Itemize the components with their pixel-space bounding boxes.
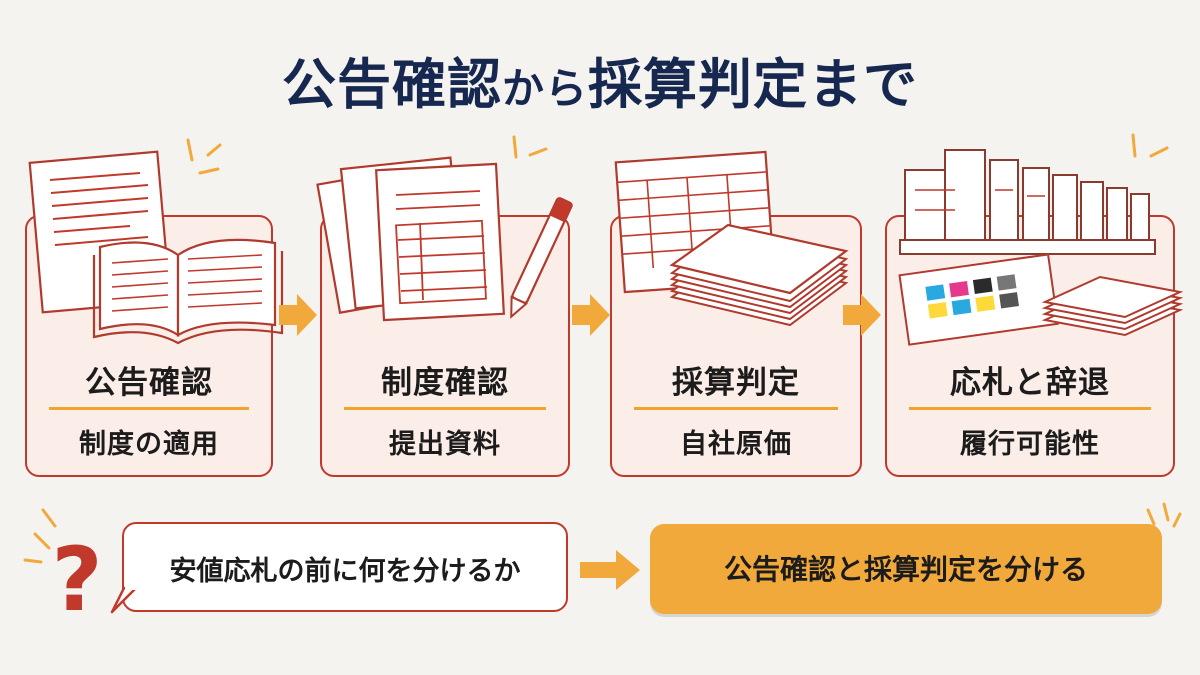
title-part-2: から xyxy=(501,64,588,113)
speech-tail xyxy=(110,586,138,614)
question-text: 安値応札の前に何を分けるか xyxy=(169,556,521,587)
step-sub-2: 提出資料 xyxy=(389,429,501,460)
documents-and-open-book-icon xyxy=(28,138,284,345)
title-part-3: 採算判定まで xyxy=(588,53,918,116)
answer-box: 公告確認と採算判定を分ける xyxy=(650,524,1162,614)
answer-text: 公告確認と採算判定を分ける xyxy=(723,553,1088,586)
step-divider-1 xyxy=(49,407,249,410)
sparkle-icon xyxy=(1146,502,1182,528)
step-label-2: 制度確認 xyxy=(381,365,509,401)
step-divider-4 xyxy=(909,407,1151,410)
question-box: 安値応札の前に何を分けるか xyxy=(122,522,568,612)
step-sub-3: 自社原価 xyxy=(680,429,792,460)
step-label-4: 応札と辞退 xyxy=(950,365,1110,401)
arrow-right-icon xyxy=(279,294,317,336)
svg-text:?: ? xyxy=(51,528,102,631)
forms-and-pen-icon xyxy=(316,135,573,322)
arrow-right-icon xyxy=(572,294,610,336)
question-mark-icon: ? xyxy=(23,508,103,631)
step-sub-1: 制度の適用 xyxy=(79,429,219,460)
printing-press-icon xyxy=(898,133,1184,346)
step-label-1: 公告確認 xyxy=(85,365,213,401)
step-divider-2 xyxy=(344,407,546,410)
step-sub-4: 履行可能性 xyxy=(960,429,1100,460)
arrow-right-icon xyxy=(843,294,881,336)
arrow-right-icon xyxy=(580,550,640,590)
page-title: 公告確認から採算判定まで xyxy=(0,40,1200,119)
step-divider-3 xyxy=(634,407,838,410)
spreadsheet-and-paper-stack-icon xyxy=(614,150,849,327)
step-label-3: 採算判定 xyxy=(672,365,800,401)
title-part-1: 公告確認 xyxy=(281,53,502,116)
